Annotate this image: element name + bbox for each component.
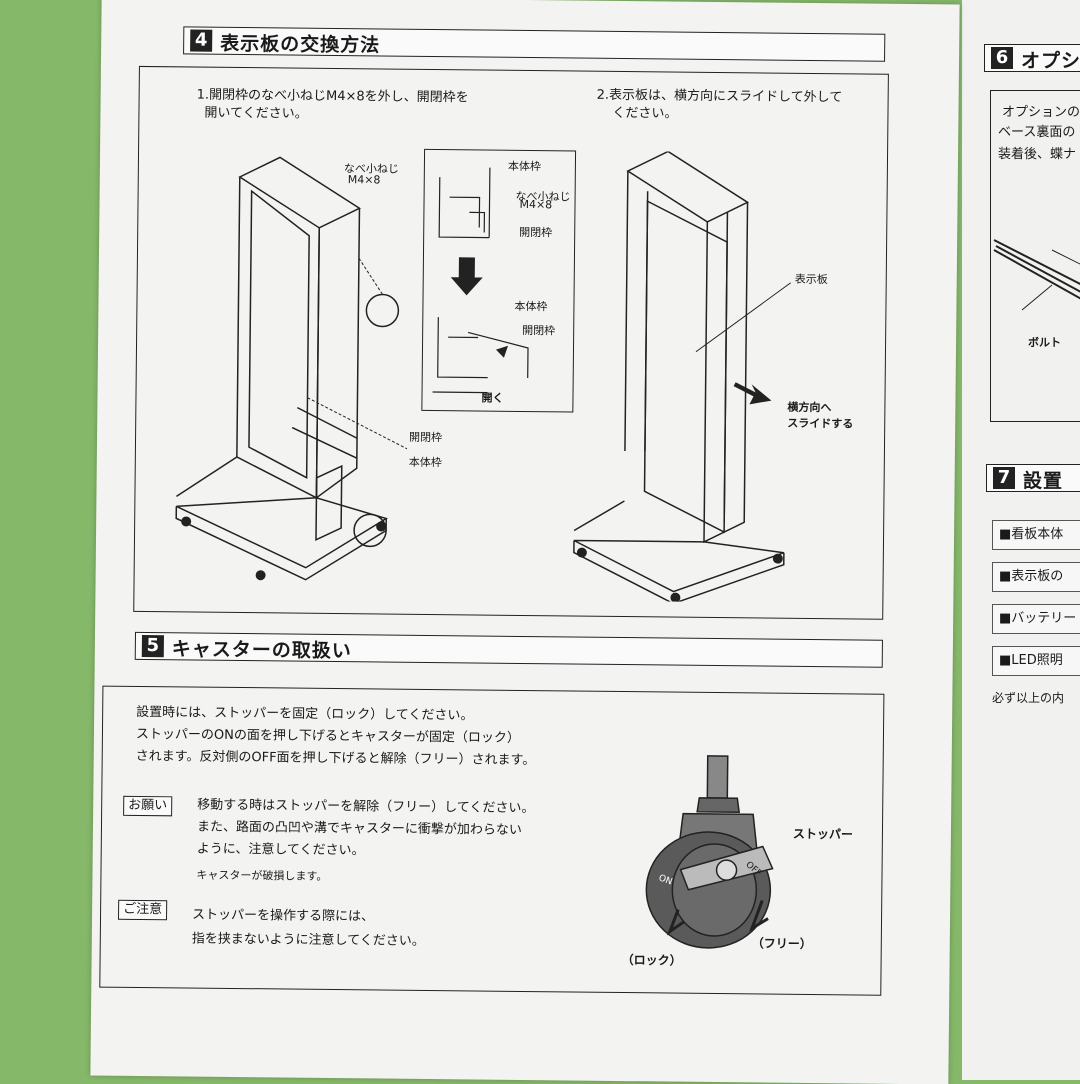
request-line2: また、路面の凸凹や溝でキャスターに衝撃が加わらない <box>196 819 523 838</box>
section5-header: 5 キャスターの取扱い <box>134 631 883 668</box>
request-line1: 移動する時はストッパーを解除（フリー）してください。 <box>197 797 535 817</box>
section4-header: 4 表示板の交換方法 <box>183 26 886 62</box>
section7-header: 7 設置 <box>986 464 1080 492</box>
display-board-illustration <box>573 150 792 604</box>
section6-header: 6 オプシ <box>984 44 1080 72</box>
free-label: （フリー） <box>751 936 812 952</box>
display-board-label: 表示板 <box>794 272 828 287</box>
caution-line2: 指を挟まないように注意してください。 <box>191 931 425 949</box>
open-frame-label: 開閉枠 <box>409 430 443 445</box>
lock-label: （ロック） <box>621 953 682 968</box>
section4-number: 4 <box>190 29 213 52</box>
section7-number: 7 <box>993 467 1015 489</box>
request-tag: お願い <box>123 795 173 817</box>
install-item: ■バッテリー <box>992 604 1080 634</box>
caution-tag: ご注意 <box>118 899 168 921</box>
section6-box <box>990 90 1080 422</box>
slide-label-1: 横方向へ <box>787 400 832 415</box>
section5-title: キャスターの取扱い <box>171 638 352 663</box>
section6-line3: 装着後、蝶ナ <box>998 147 1077 162</box>
detail-open-label: 開く <box>481 391 504 405</box>
sign-stand-illustration <box>175 156 408 581</box>
caution-line1: ストッパーを操作する際には、 <box>191 907 375 925</box>
detail-open-frame-bottom: 開閉枠 <box>522 323 556 338</box>
detail-open-frame-top: 開閉枠 <box>519 225 553 240</box>
step1-line2: 開いてください。 <box>204 105 308 122</box>
section6-title: オプシ <box>1021 50 1080 72</box>
detail-body-frame-top: 本体枠 <box>507 159 541 174</box>
detail-screw-2: M4×8 <box>519 197 553 212</box>
caster-illustration <box>645 755 774 949</box>
bolt-illustration <box>993 239 1080 311</box>
section7-footer: 必ず以上の内 <box>992 691 1065 705</box>
screw-label-2: M4×8 <box>347 173 381 187</box>
hinge-detail-illustration <box>432 167 529 394</box>
step1-line1: 1.開閉枠のなべ小ねじM4×8を外し、開閉枠を <box>196 87 469 106</box>
detail-body-frame-bottom: 本体枠 <box>514 299 548 314</box>
bolt-label: ボルト <box>1028 336 1061 349</box>
stopper-label: ストッパー <box>792 826 854 842</box>
section6-line1: オプションの <box>1002 105 1080 120</box>
request-note: キャスターが破損します。 <box>196 868 328 883</box>
request-line3: ように、注意してください。 <box>196 841 365 859</box>
body-frame-label: 本体枠 <box>408 455 442 470</box>
install-item: ■看板本体 <box>992 520 1080 550</box>
section7-title: 設置 <box>1023 470 1064 492</box>
step2-line2: ください。 <box>612 105 678 122</box>
section4-title: 表示板の交換方法 <box>220 32 381 57</box>
slide-label-2: スライドする <box>787 416 854 431</box>
section5-number: 5 <box>141 634 164 658</box>
step2-line1: 2.表示板は、横方向にスライドして外して <box>596 87 843 106</box>
section6-line2: ベース裏面の <box>998 125 1076 140</box>
manual-page: 4 表示板の交換方法 1.開閉枠のなべ小ねじM4×8を外し、開閉枠を 開いてくだ… <box>90 0 960 1084</box>
install-item: ■表示板の <box>992 562 1080 592</box>
install-item: ■LED照明 <box>992 646 1080 676</box>
next-page: 6 オプシ オプションの ベース裏面の 装着後、蝶ナ ボルト 7 設置 ■看板本… <box>962 0 1080 1080</box>
section6-number: 6 <box>991 47 1013 69</box>
caster-text-1: 設置時には、ストッパーを固定（ロック）してください。 <box>136 704 474 724</box>
